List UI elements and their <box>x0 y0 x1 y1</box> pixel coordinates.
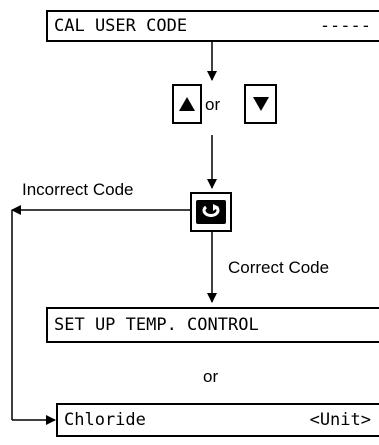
or-label-keys: or <box>205 95 221 114</box>
set-up-temp-text: SET UP TEMP. CONTROL <box>54 315 259 335</box>
cal-user-code-text: CAL USER CODE <box>54 16 188 36</box>
set-up-temp-screen: SET UP TEMP. CONTROL <box>46 307 379 343</box>
down-arrow-icon <box>252 97 269 111</box>
enter-rotate-icon <box>202 204 220 217</box>
or-label-screens: or <box>203 367 219 386</box>
chloride-screen: Chloride <Unit> <box>56 403 379 437</box>
enter-button[interactable] <box>190 192 232 232</box>
incorrect-code-label: Incorrect Code <box>22 180 134 199</box>
chloride-text: Chloride <box>64 410 146 430</box>
user-code-dashes: ----- <box>319 16 371 36</box>
down-button[interactable] <box>244 84 277 124</box>
unit-placeholder: <Unit> <box>309 410 371 430</box>
up-button[interactable] <box>172 84 202 124</box>
cal-user-code-screen: CAL USER CODE ----- <box>46 10 379 42</box>
up-arrow-icon <box>179 97 195 111</box>
correct-code-label: Correct Code <box>228 258 330 277</box>
